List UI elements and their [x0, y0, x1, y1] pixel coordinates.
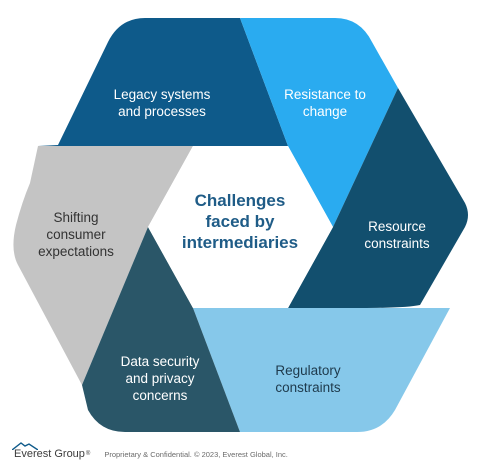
- segment-label-resource-line-1: Resource: [368, 219, 426, 234]
- segment-label-resource-line-2: constraints: [364, 236, 430, 251]
- segment-label-legacy-line-2: and processes: [118, 104, 206, 119]
- segment-label-shifting-line-2: consumer: [46, 227, 106, 242]
- center-title-line-1: Challenges: [195, 191, 286, 210]
- segment-label-resource: Resource constraints: [364, 219, 430, 251]
- logo-brand-name: Everest Group: [14, 448, 85, 460]
- segment-label-data-security-line-1: Data security: [121, 354, 200, 369]
- segment-label-data-security: Data security and privacy concerns: [121, 354, 200, 403]
- segment-label-legacy: Legacy systems and processes: [114, 87, 211, 119]
- hexagon-segments: [13, 18, 468, 432]
- logo-registered-mark: ®: [85, 451, 91, 457]
- segment-shape-shifting: [13, 146, 193, 385]
- segment-label-regulatory-line-2: constraints: [275, 380, 341, 395]
- footer-copyright: Proprietary & Confidential. © 2023, Ever…: [104, 449, 288, 459]
- segment-shape-resource: [288, 88, 468, 308]
- segment-label-shifting-line-3: expectations: [38, 244, 114, 259]
- segment-label-data-security-line-2: and privacy: [125, 371, 194, 386]
- segment-label-legacy-line-1: Legacy systems: [114, 87, 211, 102]
- center-title: Challenges faced by intermediaries: [182, 191, 298, 252]
- logo-mountain-icon: [12, 442, 38, 450]
- center-title-line-2: faced by: [206, 212, 276, 231]
- center-title-line-3: intermediaries: [182, 233, 298, 252]
- segment-label-shifting: Shifting consumer expectations: [38, 210, 114, 259]
- segment-label-resistance-line-1: Resistance to: [284, 87, 366, 102]
- segment-label-shifting-line-1: Shifting: [53, 210, 98, 225]
- segment-label-regulatory-line-1: Regulatory: [275, 363, 341, 378]
- segment-label-resistance: Resistance to change: [284, 87, 366, 119]
- segment-label-resistance-line-2: change: [303, 104, 347, 119]
- segment-shape-legacy: [38, 18, 288, 146]
- everest-group-logo: Everest Group ®: [12, 442, 91, 460]
- segment-label-regulatory: Regulatory constraints: [275, 363, 341, 395]
- segment-shape-regulatory: [193, 308, 450, 432]
- segment-shape-resistance: [240, 18, 398, 227]
- footer: Everest Group ® Proprietary & Confidenti…: [12, 442, 288, 464]
- segment-shape-data-security: [82, 227, 240, 432]
- segment-label-data-security-line-3: concerns: [133, 388, 188, 403]
- center-hexagon: [148, 146, 333, 308]
